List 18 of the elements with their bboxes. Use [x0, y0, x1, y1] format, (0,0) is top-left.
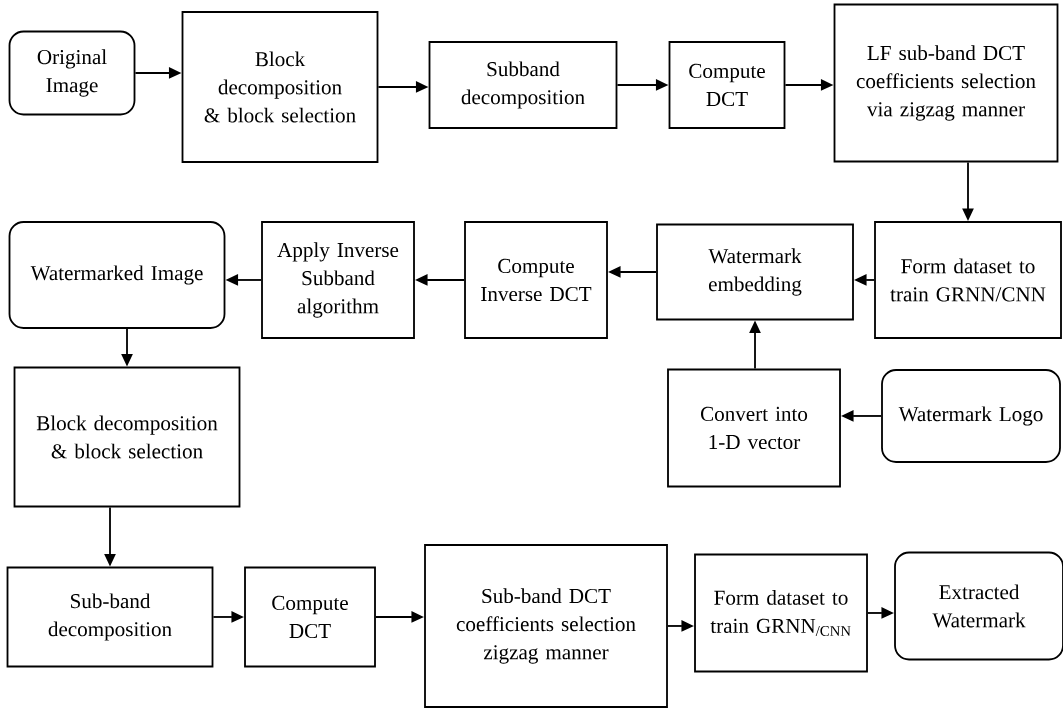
process-box: Convert into 1-D vector [667, 368, 841, 488]
process-box: Compute DCT [668, 41, 786, 129]
process-box: Subband decomposition [428, 41, 618, 129]
rounded-box: Original Image [8, 30, 136, 116]
process-box: Apply Inverse Subband algorithm [261, 221, 415, 339]
process-box: LF sub-band DCT coefficients selection via zigzag manner [833, 3, 1059, 163]
process-box: Block decomposition & block selection [181, 11, 379, 163]
rounded-box: Extracted Watermark [894, 551, 1063, 661]
process-box: Sub-band decomposition [6, 566, 214, 668]
process-box: Form dataset to train GRNN/CNN [874, 221, 1062, 339]
rounded-box: Watermark Logo [881, 369, 1061, 463]
process-box: Watermark embedding [656, 223, 854, 321]
process-box: Compute Inverse DCT [464, 221, 608, 339]
process-box: Sub-band DCT coefficients selection zigzag manner [424, 544, 668, 708]
process-box: Block decomposition & block selection [13, 366, 241, 508]
process-box: Compute DCT [244, 566, 376, 668]
rounded-box: Watermarked Image [8, 221, 226, 329]
process-box: Form dataset to train GRNN$_{/CNN}$ [694, 553, 868, 673]
